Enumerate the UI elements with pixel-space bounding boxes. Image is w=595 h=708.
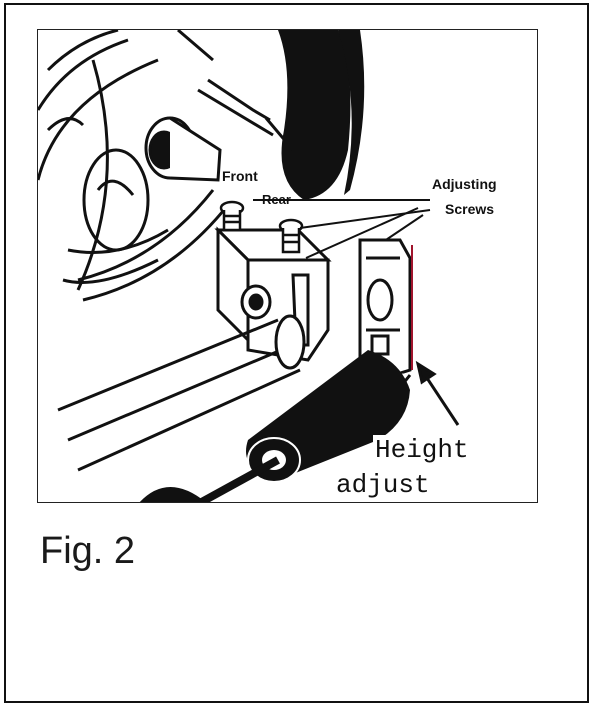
shaft [57, 314, 306, 472]
curved-arm [77, 189, 230, 302]
height-arrow [415, 360, 460, 426]
label-adjust: adjust [334, 470, 432, 500]
wheel-assembly [38, 30, 169, 291]
roller [139, 350, 410, 502]
screw-front [219, 200, 245, 232]
label-screws: Screws [445, 201, 495, 217]
outer-frame [4, 3, 589, 703]
guide-block [358, 238, 412, 393]
hub [144, 116, 222, 182]
label-height: Height [373, 435, 471, 465]
upper-rod [177, 30, 295, 151]
mechanism-drawing [38, 30, 460, 502]
figure-caption: Fig. 2 [40, 530, 136, 572]
bracket [214, 226, 332, 362]
screw-rear [278, 218, 304, 254]
label-front: Front [222, 168, 258, 184]
belt [278, 30, 365, 200]
label-adjusting: Adjusting [432, 176, 497, 192]
label-rear: Rear [262, 192, 291, 207]
leader-lines [253, 199, 431, 259]
illustration-box: Front Rear Adjusting Screws Height adjus… [37, 29, 538, 503]
